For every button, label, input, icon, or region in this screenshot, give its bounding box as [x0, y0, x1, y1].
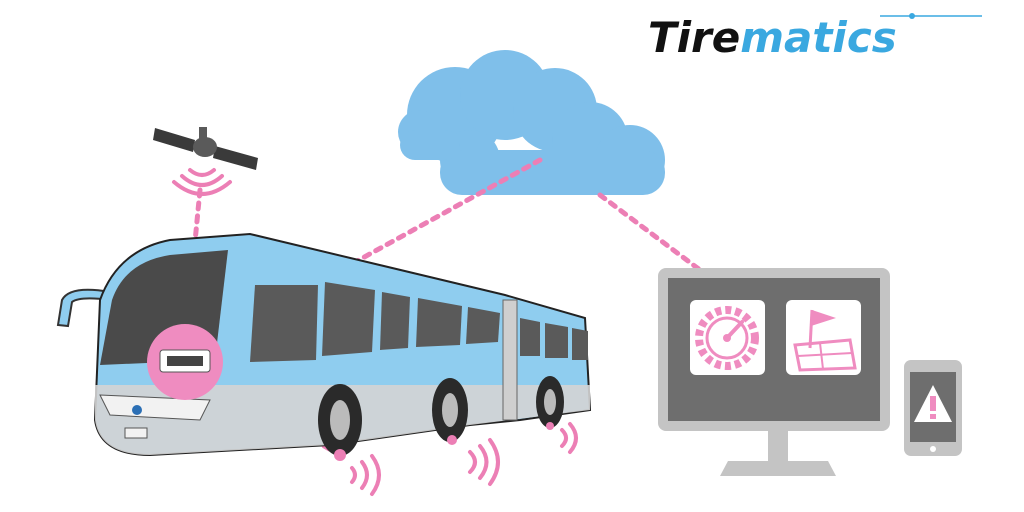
- wheel-sensors: [334, 422, 554, 461]
- gauge-gear-icon: [690, 300, 765, 375]
- logo-text-tire: Tire: [648, 13, 740, 62]
- cloud-icon: [398, 50, 665, 195]
- logo-text-matics: matics: [740, 13, 896, 62]
- wheel-sensor-middle: [447, 435, 457, 445]
- signal-waves-icon: [172, 168, 232, 196]
- signal-waves-icon: [350, 422, 578, 496]
- svg-text:Tirematics: Tirematics: [648, 13, 897, 62]
- tirematics-logo: Tirematics: [648, 13, 982, 62]
- wheel-sensor-front: [334, 449, 346, 461]
- wheel-sensor-rear: [546, 422, 554, 430]
- articulated-bus-icon: [56, 232, 592, 457]
- link-cloud-monitor: [597, 192, 703, 273]
- warning-triangle-icon: [914, 385, 952, 422]
- satellite-icon: [153, 127, 258, 170]
- sensor-gateway-icon: [147, 324, 223, 400]
- map-flag-icon: [786, 300, 861, 375]
